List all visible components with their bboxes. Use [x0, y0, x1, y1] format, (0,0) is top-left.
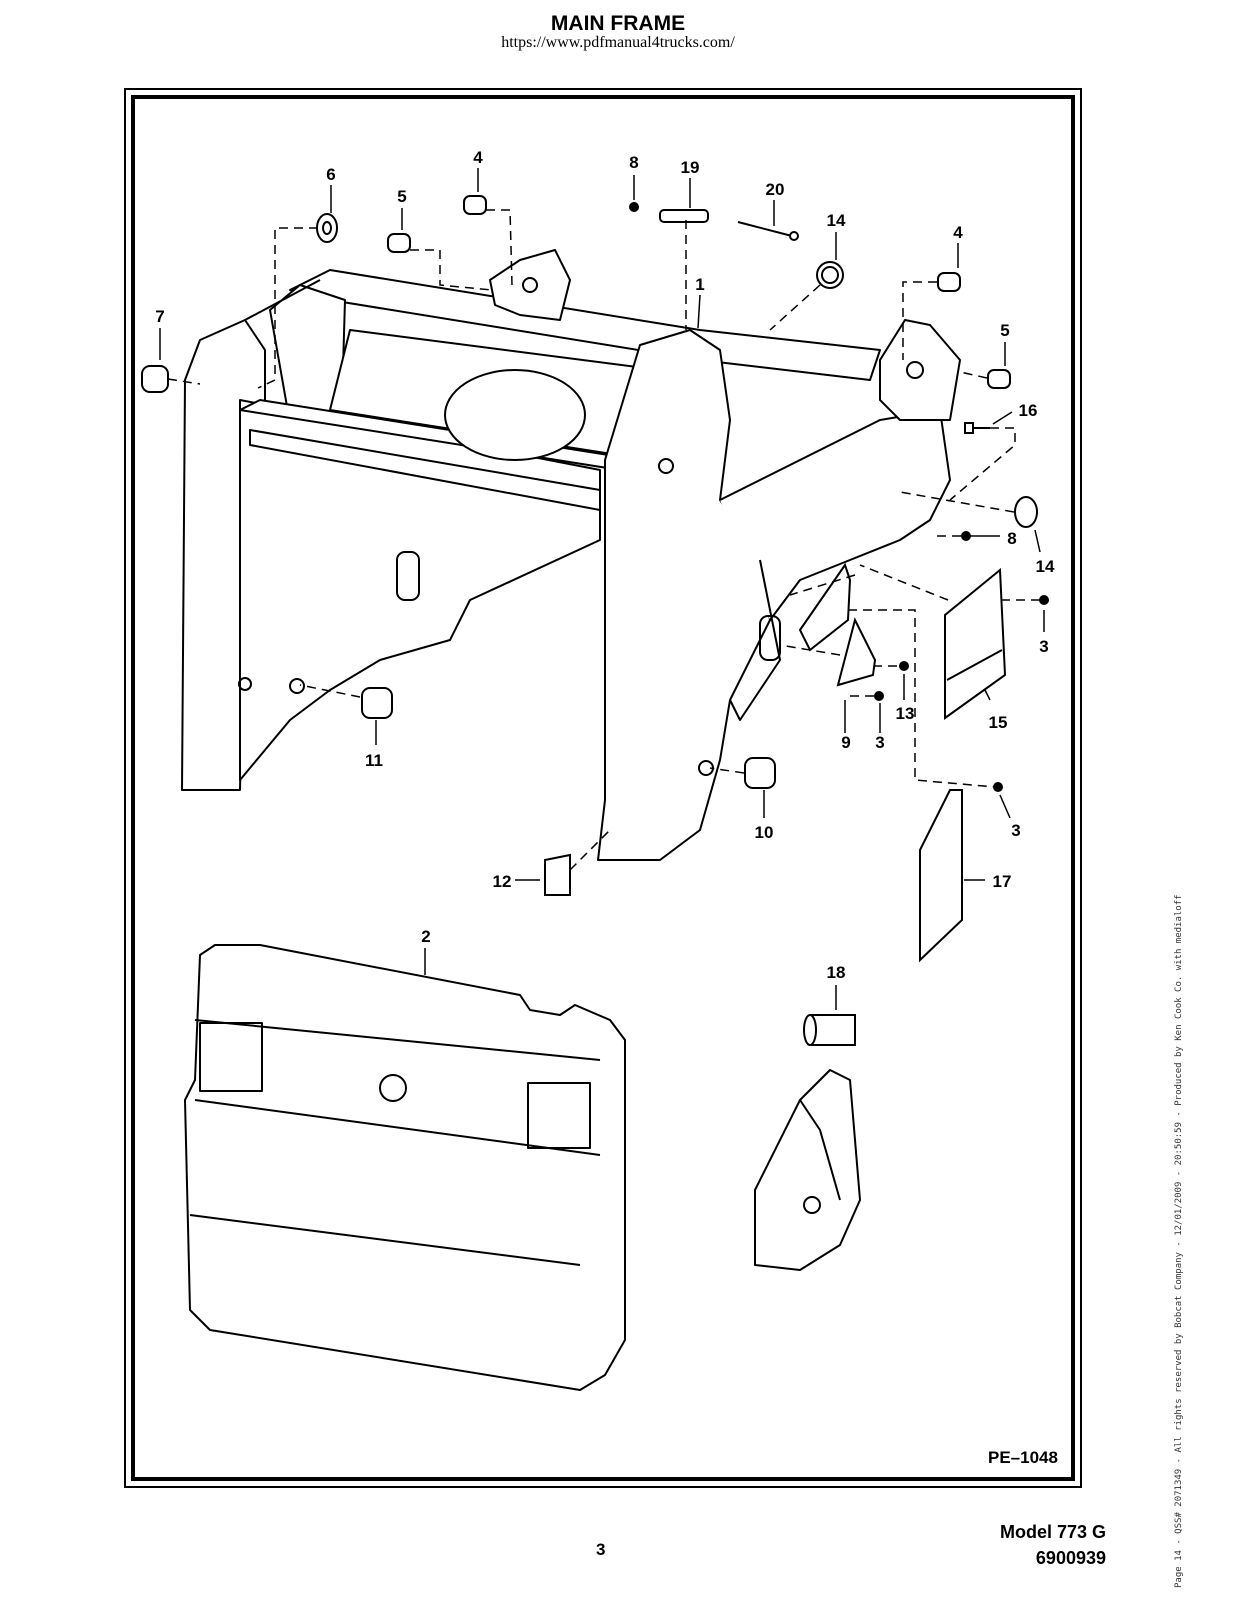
callout-11: 11: [365, 751, 383, 770]
callout-14-right: 14: [1036, 557, 1055, 576]
main-frame-part: [181, 249, 961, 861]
callout-19: 19: [681, 158, 700, 177]
callout-4-right: 4: [953, 223, 963, 242]
callout-20: 20: [766, 180, 785, 199]
callout-3-a: 3: [1039, 637, 1048, 656]
callout-13: 13: [896, 704, 915, 723]
callout-8: 8: [629, 153, 638, 172]
callout-12: 12: [493, 872, 512, 891]
bushing-18-part: [803, 1014, 856, 1046]
figure-id: PE–1048: [988, 1448, 1058, 1467]
callout-labels: 6 4 5 8 19 20 14 4 1 7 5 16 8 14 3 13 9 …: [155, 148, 1055, 982]
model-name: Model 773 G: [999, 1522, 1106, 1542]
leader-lines: [159, 168, 1045, 1010]
page-number: 3: [596, 1540, 606, 1559]
source-url[interactable]: https://www.pdfmanual4trucks.com/: [501, 34, 735, 51]
callout-9: 9: [841, 733, 850, 752]
part-number: 6900939: [1035, 1548, 1106, 1568]
callout-2: 2: [421, 927, 430, 946]
housing-detail-part: [754, 1069, 861, 1271]
callout-5-right: 5: [1000, 321, 1009, 340]
callout-14: 14: [827, 211, 846, 230]
callout-6: 6: [326, 165, 335, 184]
bottom-pan-part: [184, 944, 626, 1391]
callout-17: 17: [993, 872, 1012, 891]
copyright-side-note: Page 14 - QSS# 2071349 - All rights rese…: [1174, 894, 1184, 1588]
callout-18: 18: [827, 963, 846, 982]
alignment-lines: [167, 209, 1040, 871]
callout-8-right: 8: [1007, 529, 1016, 548]
callout-5: 5: [397, 187, 406, 206]
loose-hardware: [141, 195, 1049, 963]
page-title: MAIN FRAME: [550, 12, 686, 35]
callout-1: 1: [695, 275, 704, 294]
figure-frame-inner: [131, 95, 1075, 1481]
callout-3-c: 3: [1011, 821, 1020, 840]
figure-frame-outer: [124, 88, 1082, 1488]
callout-16: 16: [1019, 401, 1038, 420]
callout-7: 7: [155, 307, 164, 326]
callout-15: 15: [989, 713, 1008, 732]
callout-3-b: 3: [875, 733, 884, 752]
callout-10: 10: [755, 823, 774, 842]
callout-4: 4: [473, 148, 483, 167]
